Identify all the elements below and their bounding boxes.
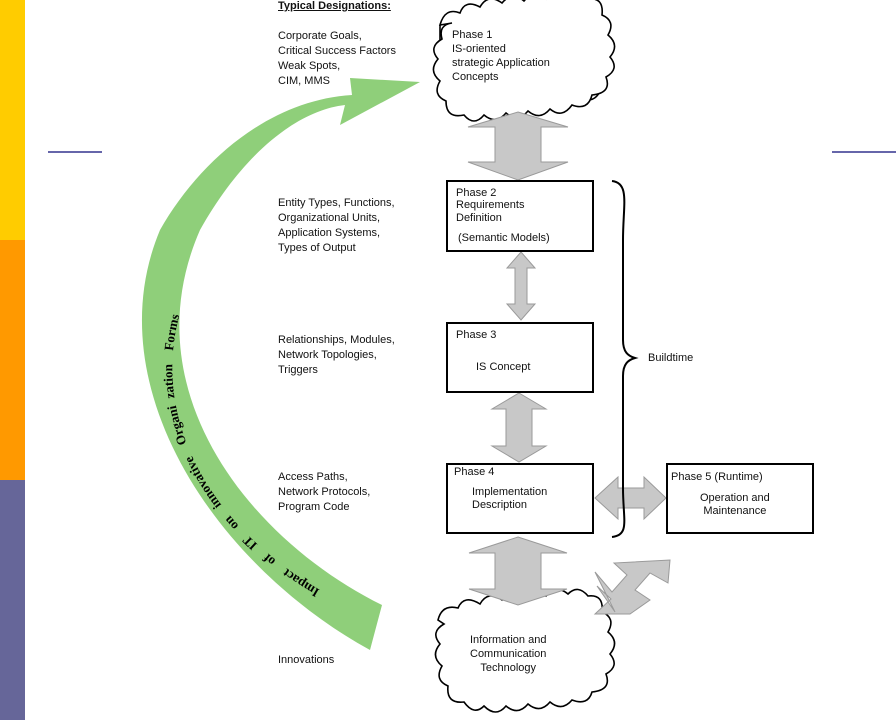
- sidebar-band-yellow: [0, 0, 25, 240]
- phase5-title: Phase 5 (Runtime): [671, 471, 763, 483]
- ict-text: Information and Communication Technology: [470, 634, 547, 674]
- double-arrow-ict-p5: [593, 559, 671, 615]
- buildtime-brace: [611, 180, 639, 538]
- double-arrow-p1-p2: [467, 111, 569, 181]
- phase1-text: Phase 1 IS-oriented strategic Applicatio…: [452, 29, 550, 83]
- double-arrow-p3-p4: [490, 392, 548, 463]
- phase2-title: Phase 2: [456, 187, 497, 199]
- designation-phase1: Corporate Goals, Critical Success Factor…: [278, 30, 396, 87]
- curve-word-7: Forms: [161, 312, 182, 351]
- sidebar-band-purple: [0, 480, 25, 720]
- phase2-box: Phase 2 Requirements Definition (Semanti…: [446, 180, 594, 252]
- double-arrow-p4-ict: [468, 536, 568, 606]
- curve-word-6: zation: [160, 363, 177, 399]
- double-arrow-p2-p3: [505, 251, 537, 321]
- phase5-box: Phase 5 (Runtime) Operation and Maintena…: [666, 463, 814, 534]
- phase3-title: Phase 3: [456, 329, 497, 341]
- sidebar-band-orange: [0, 240, 25, 480]
- buildtime-label: Buildtime: [648, 352, 694, 364]
- title-rule-right: [832, 151, 896, 153]
- phase4-text: Implementation Description: [472, 486, 548, 511]
- phase1-cloud: [432, 0, 616, 122]
- impact-curved-arrow: [141, 78, 420, 650]
- phase5-text: Operation and Maintenance: [700, 492, 770, 517]
- phase4-title: Phase 4: [454, 466, 495, 478]
- phase4-box: Phase 4 Implementation Description: [446, 463, 594, 534]
- double-arrow-p4-p5: [594, 475, 667, 521]
- designation-phase2: Entity Types, Functions, Organizational …: [278, 197, 395, 254]
- designation-phase4: Access Paths, Network Protocols, Program…: [278, 471, 371, 513]
- designations-heading: Typical Designations:: [278, 0, 391, 12]
- phase3-box: Phase 3 IS Concept: [446, 322, 594, 393]
- designation-phase3: Relationships, Modules, Network Topologi…: [278, 334, 395, 376]
- designation-innovations: Innovations: [278, 654, 335, 666]
- title-rule-left: [48, 151, 102, 153]
- phase2-text: Requirements Definition: [456, 199, 525, 224]
- phase2-sub: (Semantic Models): [458, 232, 550, 244]
- phase3-text: IS Concept: [476, 361, 531, 373]
